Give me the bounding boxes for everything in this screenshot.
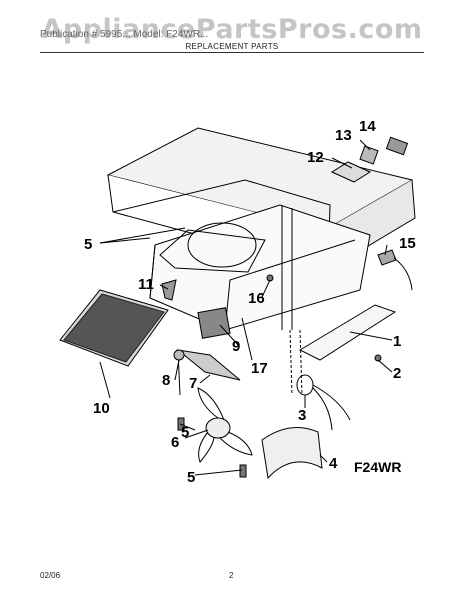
callout-5-top: 5 [84,236,92,253]
callout-16: 16 [248,290,265,307]
footer-date: 02/06 [40,571,61,580]
motor [197,307,231,339]
callout-1: 1 [393,333,401,350]
header-model-info: Publication # 5995... Model: F24WR... [40,29,209,40]
callout-13: 13 [335,127,352,144]
callout-17: 17 [251,360,268,377]
damper-bracket [298,304,397,361]
page-title: REPLACEMENT PARTS [185,42,279,51]
callout-5-bottom: 5 [187,469,195,486]
watermark: AppliancePartsPros.com [41,14,423,45]
header-divider [40,52,424,53]
fan-blade [205,417,231,439]
callout-6: 6 [171,434,179,451]
grommet [173,349,185,361]
switch-plate [330,161,372,183]
callout-11: 11 [138,276,154,293]
filter-bracket [161,279,177,301]
footer-page-number: 2 [229,571,234,580]
switch-housing [385,136,409,156]
switch-knob [359,145,379,165]
callout-15: 15 [399,235,416,252]
motor-bracket [176,349,241,381]
callout-10: 10 [93,400,110,417]
callout-9: 9 [232,338,240,355]
duct-collar [261,427,323,480]
fan-opening [187,222,257,268]
callout-14: 14 [359,118,376,135]
callout-12: 12 [307,149,324,166]
callout-8: 8 [162,372,170,389]
terminal-block [377,249,397,266]
callout-5-middle: 5 [181,424,189,441]
callout-7: 7 [189,375,197,392]
callout-4: 4 [329,455,338,472]
screw [239,464,247,478]
model-code-label: F24WR [354,459,401,475]
screw [374,354,382,362]
callout-3: 3 [298,407,306,424]
callout-2: 2 [393,365,401,382]
lamp-socket [296,374,314,396]
